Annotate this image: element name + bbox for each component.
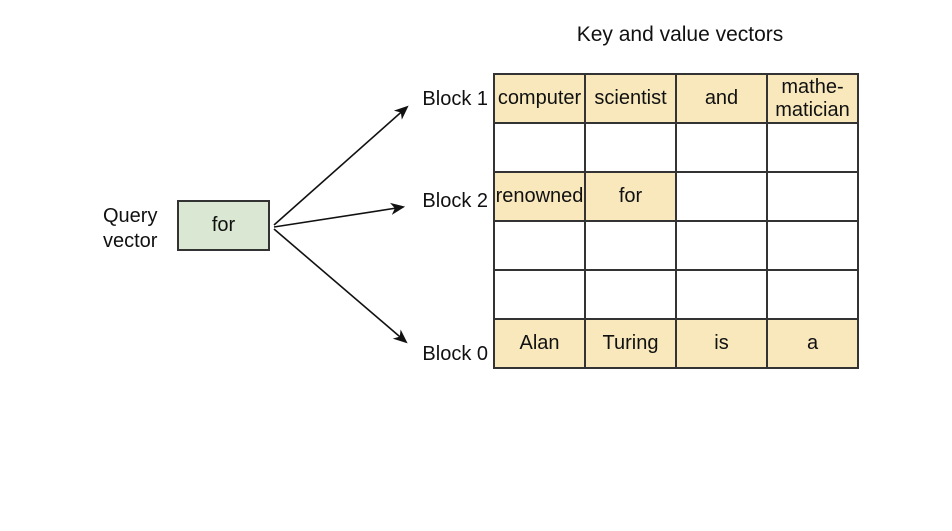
table-row xyxy=(493,220,859,271)
table-cell xyxy=(675,171,768,222)
diagram-title: Key and value vectors xyxy=(576,23,784,46)
table-cell xyxy=(675,269,768,320)
table-cell xyxy=(493,269,586,320)
table-cell: is xyxy=(675,318,768,369)
table-cell xyxy=(584,122,677,173)
table-cell xyxy=(584,220,677,271)
table-cell xyxy=(675,122,768,173)
table-cell xyxy=(766,171,859,222)
table-cell xyxy=(584,269,677,320)
table-row xyxy=(493,269,859,320)
table-cell xyxy=(766,220,859,271)
table-cell xyxy=(493,122,586,173)
table-cell: renowned xyxy=(493,171,586,222)
query-vector-box-text: for xyxy=(211,214,236,236)
table-cell xyxy=(766,269,859,320)
arrow-to-block-0 xyxy=(273,228,408,344)
table-cell: computer xyxy=(493,73,586,124)
table-cell: for xyxy=(584,171,677,222)
table-row xyxy=(493,122,859,173)
table-cell: and xyxy=(675,73,768,124)
query-vector-box: for xyxy=(177,200,270,251)
block-1-label: Block 1 xyxy=(422,88,488,110)
table-cell xyxy=(493,220,586,271)
table-cell: mathe- matician xyxy=(766,73,859,124)
table-cell xyxy=(766,122,859,173)
table-cell xyxy=(675,220,768,271)
table-cell: a xyxy=(766,318,859,369)
block-0-label: Block 0 xyxy=(422,343,488,365)
table-cell: Turing xyxy=(584,318,677,369)
table-cell: scientist xyxy=(584,73,677,124)
table-cell: Alan xyxy=(493,318,586,369)
query-vector-label: Query vector xyxy=(103,205,158,252)
block-2-label: Block 2 xyxy=(422,190,488,212)
